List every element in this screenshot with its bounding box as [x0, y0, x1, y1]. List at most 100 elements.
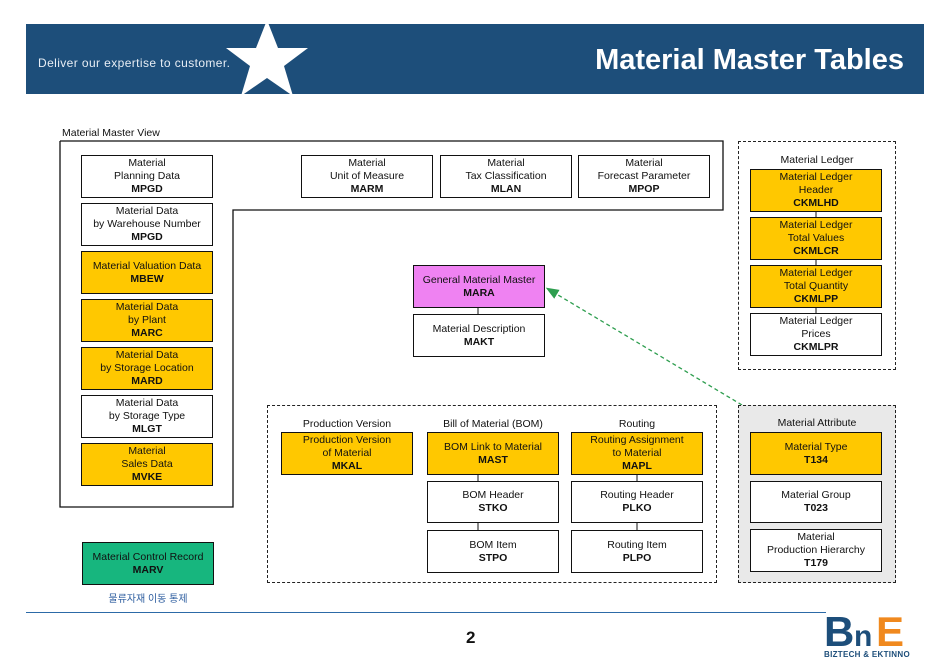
attribute-to-mara-arrow [545, 287, 743, 406]
box-line: Routing Header [600, 489, 674, 501]
t023-box[interactable]: Material Group T023 [750, 481, 882, 523]
tagline: Deliver our expertise to customer. [38, 56, 231, 70]
box-line: Material Data [115, 397, 179, 409]
ckmlhd-box[interactable]: Material Ledger Header CKMLHD [750, 169, 882, 212]
table-name: T179 [804, 557, 828, 569]
mlan-box[interactable]: Material Tax Classification MLAN [440, 155, 572, 198]
mpgd-warehouse-box[interactable]: Material Data by Warehouse Number MPGD [81, 203, 213, 246]
header-banner: Deliver our expertise to customer. Mater… [26, 24, 924, 94]
stko-box[interactable]: BOM Header STKO [427, 481, 559, 523]
mpop-box[interactable]: Material Forecast Parameter MPOP [578, 155, 710, 198]
makt-box[interactable]: Material Description MAKT [413, 314, 545, 357]
ckmlpp-box[interactable]: Material Ledger Total Quantity CKMLPP [750, 265, 882, 308]
box-line: Material [348, 157, 386, 169]
table-name: MAKT [463, 335, 495, 348]
material-master-view-outline [59, 140, 724, 508]
bne-logo: B n E [824, 608, 904, 655]
box-line: Material Control Record [92, 550, 204, 563]
svg-text:B: B [824, 608, 854, 655]
box-line: General Material Master [422, 273, 536, 286]
t134-box[interactable]: Material Type T134 [750, 432, 882, 475]
box-line: Planning Data [114, 170, 180, 182]
table-name: MARD [131, 375, 163, 387]
box-line: Material [797, 531, 835, 543]
page-number: 2 [466, 628, 476, 647]
material-master-view-label: Material Master View [62, 127, 160, 139]
ckmlcr-box[interactable]: Material Ledger Total Values CKMLCR [750, 217, 882, 260]
box-line: Material [128, 445, 166, 457]
table-name: MPGD [131, 183, 163, 195]
box-line: Prices [801, 328, 831, 340]
table-name: PLKO [622, 502, 652, 514]
box-line: Unit of Measure [329, 170, 405, 182]
box-line: Routing Item [607, 538, 667, 551]
table-name: T134 [804, 453, 828, 466]
production-panel [267, 405, 717, 583]
material-ledger-panel [738, 141, 896, 370]
mlgt-box[interactable]: Material Data by Storage Type MLGT [81, 395, 213, 438]
mard-box[interactable]: Material Data by Storage Location MARD [81, 347, 213, 390]
table-name: CKMLPR [793, 341, 839, 353]
table-name: MPOP [628, 183, 660, 195]
box-line: Material Data [115, 301, 179, 313]
mbew-box[interactable]: Material Valuation Data MBEW [81, 251, 213, 294]
routing-label: Routing [618, 418, 656, 430]
table-name: MARC [131, 327, 163, 339]
box-line: Material Valuation Data [92, 259, 202, 272]
box-line: Material Ledger [779, 171, 853, 183]
mpgd-planning-box[interactable]: Material Planning Data MPGD [81, 155, 213, 198]
box-line: Material Description [432, 322, 526, 335]
table-name: MARA [463, 286, 495, 299]
marc-box[interactable]: Material Data by Plant MARC [81, 299, 213, 342]
box-line: Material Ledger [779, 315, 853, 327]
box-line: Sales Data [121, 458, 173, 470]
box-line: BOM Item [469, 538, 517, 551]
mapl-box[interactable]: Routing Assignment to Material MAPL [571, 432, 703, 475]
box-line: to Material [612, 447, 662, 459]
box-line: Material [487, 157, 525, 169]
t179-box[interactable]: Material Production Hierarchy T179 [750, 529, 882, 572]
ckmlpr-box[interactable]: Material Ledger Prices CKMLPR [750, 313, 882, 356]
table-name: CKMLHD [793, 197, 839, 209]
box-line: Material Data [115, 349, 179, 361]
box-line: Material Data [115, 205, 179, 217]
stpo-box[interactable]: BOM Item STPO [427, 530, 559, 573]
table-name: MARM [350, 183, 384, 195]
star-icon [226, 20, 308, 96]
table-name: CKMLPP [793, 293, 839, 305]
box-line: Routing Assignment [590, 434, 684, 446]
box-line: Material [625, 157, 663, 169]
box-line: by Plant [128, 314, 166, 326]
logo-subtitle: BIZTECH & EKTINNO [824, 650, 910, 659]
footer-divider [26, 612, 826, 613]
plko-box[interactable]: Routing Header PLKO [571, 481, 703, 523]
marm-box[interactable]: Material Unit of Measure MARM [301, 155, 433, 198]
mara-box[interactable]: General Material Master MARA [413, 265, 545, 308]
mvke-box[interactable]: Material Sales Data MVKE [81, 443, 213, 486]
table-name: MARV [132, 563, 164, 576]
mast-box[interactable]: BOM Link to Material MAST [427, 432, 559, 475]
box-line: Tax Classification [465, 170, 547, 182]
table-name: MVKE [131, 471, 163, 483]
marv-box[interactable]: Material Control Record MARV [82, 542, 214, 585]
svg-text:n: n [854, 620, 872, 653]
table-name: T023 [804, 502, 828, 514]
table-name: MLGT [132, 423, 162, 435]
table-name: MAST [478, 453, 508, 466]
box-line: Total Quantity [783, 280, 849, 292]
box-line: Total Values [787, 232, 845, 244]
page-title: Material Master Tables [595, 44, 904, 76]
box-line: BOM Header [462, 489, 524, 501]
table-name: STKO [478, 502, 508, 514]
plpo-box[interactable]: Routing Item PLPO [571, 530, 703, 573]
production-version-label: Production Version [302, 418, 392, 430]
table-name: MPGD [131, 231, 163, 243]
svg-text:E: E [876, 608, 904, 655]
mkal-box[interactable]: Production Version of Material MKAL [281, 432, 413, 475]
box-line: of Material [322, 447, 372, 459]
box-line: Production Hierarchy [766, 544, 866, 556]
box-line: Material Ledger [779, 219, 853, 231]
box-line: Header [798, 184, 834, 196]
box-line: Material [128, 157, 166, 169]
